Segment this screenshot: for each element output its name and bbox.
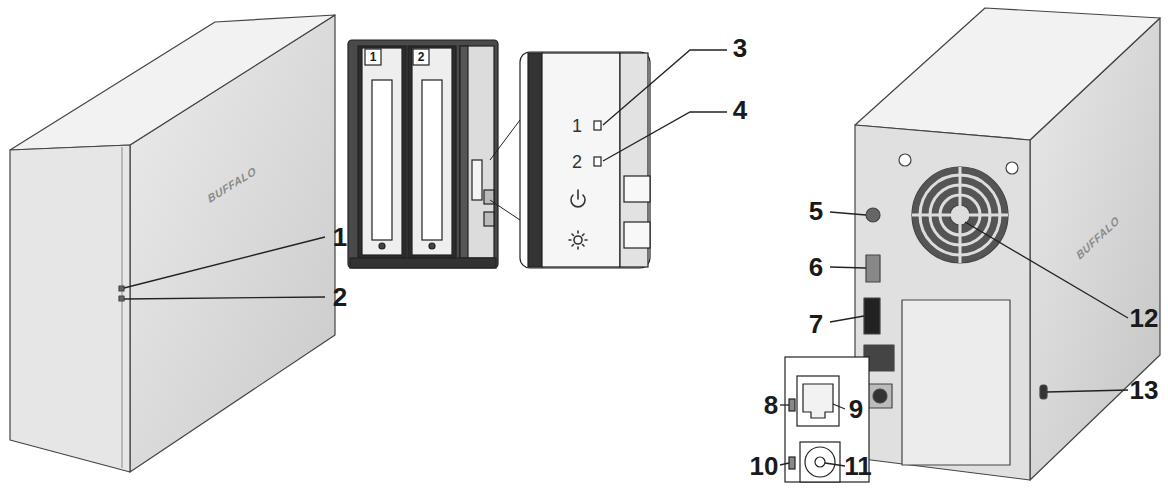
callout-number: 6 [809, 254, 823, 280]
panel-strip [460, 46, 468, 258]
callout-number: 10 [750, 453, 779, 479]
power-led [789, 457, 795, 469]
sun-icon [574, 236, 582, 244]
device-frame [348, 40, 498, 268]
leader-line [780, 404, 789, 405]
screw-hole [899, 154, 911, 166]
leader-line [603, 50, 727, 125]
bay-number-box [365, 49, 381, 65]
device-top [855, 8, 1160, 140]
inset-dark-bar [528, 53, 542, 267]
callout-number: 1 [333, 224, 347, 250]
power-icon [577, 190, 579, 199]
security-slot [1040, 385, 1047, 399]
tray-handle [422, 80, 442, 240]
link-led [789, 399, 795, 411]
callout-number: 5 [809, 198, 823, 224]
tray-handle [372, 80, 392, 240]
dc-jack [800, 442, 840, 482]
brand-logo: BUFFALO [206, 165, 257, 205]
usb-port [864, 298, 880, 334]
callout-number: 12 [1130, 305, 1159, 331]
tray-screw [429, 243, 435, 249]
led-label: 2 [572, 153, 582, 171]
fan-spokes [912, 167, 1008, 263]
device-top [10, 15, 335, 150]
device-rear [855, 125, 1030, 480]
callout-number: 13 [1130, 377, 1159, 403]
drive-bay [358, 46, 406, 258]
panel-button [484, 212, 494, 226]
leader-line [833, 404, 845, 409]
brand-logo: BUFFALO [1075, 214, 1122, 261]
fan [912, 167, 1008, 263]
callout-number: 4 [733, 97, 747, 123]
led-label: 1 [572, 117, 582, 135]
drive-tray [362, 48, 402, 255]
drive-led [594, 121, 601, 130]
device-base [350, 258, 496, 268]
dc-jack [805, 447, 835, 477]
drive-led [594, 157, 601, 166]
leader-line [1047, 390, 1128, 392]
inset-button [624, 176, 650, 202]
leader-line [124, 237, 325, 288]
callout-number: 2 [333, 284, 347, 310]
leader-line [830, 212, 866, 215]
bay-number: 1 [370, 51, 377, 63]
function-switch [866, 255, 880, 282]
status-led [119, 296, 124, 301]
callout-number: 3 [733, 35, 747, 61]
leader-line [830, 316, 864, 322]
device-front [10, 145, 130, 472]
leader-line [603, 112, 727, 161]
status-led [119, 286, 124, 291]
label-plate [902, 300, 1010, 465]
zoom-line [490, 200, 520, 220]
leader-line [825, 463, 845, 466]
drive-bay [408, 46, 456, 258]
front-edge [121, 147, 122, 468]
leader-line [830, 267, 866, 268]
inset-frame [520, 52, 650, 268]
screw-hole [1006, 162, 1018, 174]
zoom-line [490, 120, 520, 160]
inset-button [624, 222, 650, 248]
led-cluster [472, 160, 482, 200]
callout-number: 7 [809, 311, 823, 337]
leader-line [124, 297, 325, 299]
drive-tray [412, 48, 452, 255]
lan-jack [803, 384, 833, 418]
callout-number: 8 [764, 392, 778, 418]
bay-number-box [413, 49, 429, 65]
power-port [873, 389, 887, 403]
callout-number: 9 [849, 396, 863, 422]
dc-jack [815, 457, 825, 467]
tray-screw [379, 243, 385, 249]
side-panel [460, 46, 494, 258]
callout-number: 11 [844, 453, 872, 479]
power-port [868, 384, 892, 408]
inset-panel [542, 53, 620, 267]
bay-number: 2 [418, 51, 425, 63]
audio-port [866, 208, 880, 222]
lan-jack [797, 376, 839, 426]
leader-line [780, 463, 789, 465]
sun-icon [569, 231, 587, 249]
